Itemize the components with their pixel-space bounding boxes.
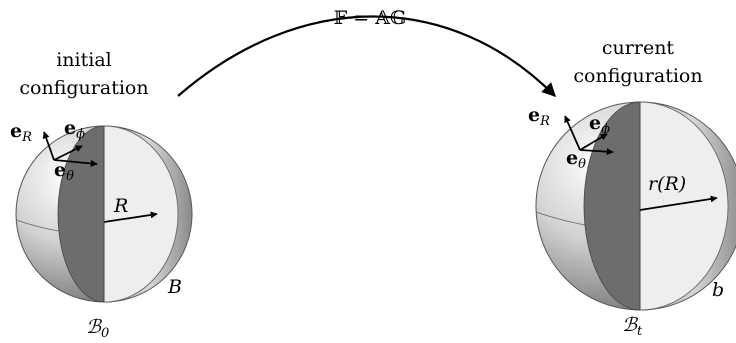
initial-body-label: ℬ0: [86, 316, 109, 341]
mapping-formula: 𝔽 = 𝔸𝔾: [334, 7, 406, 29]
current-basis-etheta-label: eθ: [566, 147, 586, 172]
current-body-label: ℬt: [622, 314, 643, 339]
initial-caption-line2: configuration: [19, 77, 148, 99]
initial-basis-etheta-arrow: [53, 159, 98, 167]
mapping-arrow: [177, 15, 556, 97]
current-basis-ephi-arrow: [579, 133, 608, 151]
initial-configuration: initial configuration R B ℬ0 eR: [10, 49, 193, 341]
current-basis-eR-label: eR: [528, 104, 550, 129]
initial-basis-eR-arrow: [42, 131, 55, 161]
initial-radius-label: R: [113, 195, 128, 217]
current-boundary-label: b: [712, 279, 724, 301]
initial-basis-ephi-arrow: [53, 145, 83, 161]
current-basis-ephi-label: eϕ: [589, 112, 610, 137]
initial-basis-ephi-label: eϕ: [64, 117, 85, 142]
current-basis-etheta-arrow: [579, 148, 614, 156]
current-dark-face: [583, 101, 641, 311]
current-configuration: current configuration r(R) b ℬt eR eϕ eθ: [528, 37, 736, 339]
current-basis-eR-arrow: [564, 115, 581, 151]
initial-radius-arrow: [103, 211, 158, 223]
current-radius-label: r(R): [648, 173, 686, 195]
initial-dark-face: [57, 125, 105, 303]
current-caption-line2: configuration: [573, 65, 702, 87]
initial-basis-etheta-label: eθ: [54, 159, 74, 184]
initial-cut-face: [103, 125, 179, 303]
current-sphere: [535, 101, 736, 311]
initial-caption-line1: initial: [56, 49, 112, 71]
current-cut-face: [639, 101, 729, 311]
initial-basis-vectors: eR eϕ eθ: [10, 117, 98, 184]
current-radius-arrow: [639, 195, 718, 211]
initial-boundary-label: B: [167, 276, 182, 298]
current-caption-line1: current: [602, 37, 675, 59]
initial-sphere: [15, 125, 193, 303]
current-basis-vectors: eR eϕ eθ: [528, 104, 614, 172]
initial-basis-eR-label: eR: [10, 120, 32, 145]
